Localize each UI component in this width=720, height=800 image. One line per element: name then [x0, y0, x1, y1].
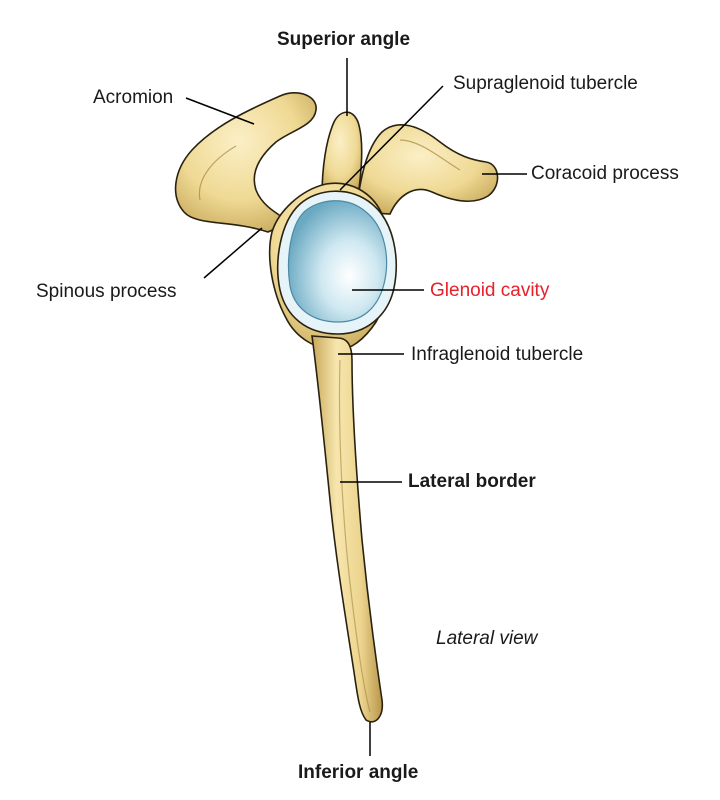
lateral-border-label: Lateral border	[408, 471, 536, 492]
leader-supraglenoid-tubercle	[339, 85, 444, 191]
acromion-shading	[198, 145, 237, 201]
infraglenoid-tubercle-label: Infraglenoid tubercle	[411, 344, 584, 365]
glenoid-cavity-label: Glenoid cavity	[430, 280, 550, 301]
coracoid-process-label: Coracoid process	[531, 163, 679, 184]
inferior-angle-label: Inferior angle	[298, 762, 419, 783]
leader-spinous-process	[203, 227, 263, 279]
view-caption: Lateral view	[436, 628, 538, 649]
lateral-border-shape	[311, 335, 384, 723]
lateral-border-ridge	[338, 359, 371, 713]
supraglenoid-tubercle-label: Supraglenoid tubercle	[453, 73, 638, 94]
acromion-label: Acromion	[93, 87, 174, 108]
coracoid-shading	[399, 139, 461, 171]
glenoid-cavity-surface	[287, 200, 388, 323]
spinous-process-label: Spinous process	[36, 281, 177, 302]
leader-acromion	[185, 97, 255, 125]
superior-angle-label: Superior angle	[277, 29, 411, 50]
acromion-shape	[174, 92, 317, 233]
coracoid-process-shape	[355, 124, 499, 215]
